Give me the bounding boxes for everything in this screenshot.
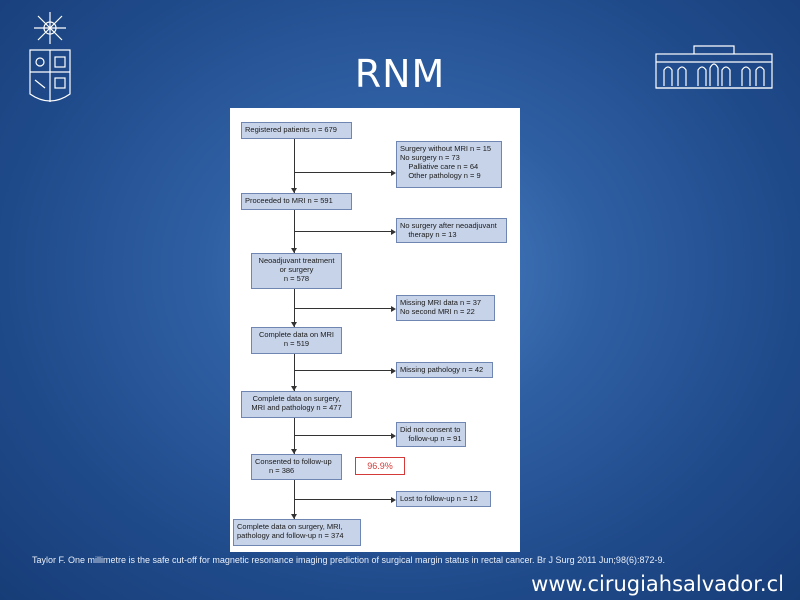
connector-2 <box>294 231 392 232</box>
arrowhead <box>291 188 297 193</box>
box-excluded-neoadjuvant: No surgery after neoadjuvant therapy n =… <box>396 218 507 243</box>
slide-title: RNM <box>354 52 446 96</box>
flowchart-figure: Registered patients n = 679 Surgery with… <box>230 108 520 552</box>
connector-6 <box>294 499 392 500</box>
arrowhead <box>291 322 297 327</box>
percentage-highlight-label: 96.9% <box>355 457 405 475</box>
box-complete-data-all: Complete data on surgery, MRI, pathology… <box>233 519 361 546</box>
arrowhead <box>291 386 297 391</box>
box-registered-patients: Registered patients n = 679 <box>241 122 352 139</box>
website-url: www.cirugiahsalvador.cl <box>531 572 784 596</box>
box-excluded-missing-pathology: Missing pathology n = 42 <box>396 362 493 378</box>
box-excluded-missing-mri: Missing MRI data n = 37 No second MRI n … <box>396 295 495 321</box>
box-complete-data-mri: Complete data on MRI n = 519 <box>251 327 342 354</box>
arrowhead <box>291 449 297 454</box>
box-neoadjuvant-or-surgery: Neoadjuvant treatment or surgery n = 578 <box>251 253 342 289</box>
box-excluded-lost-follow-up: Lost to follow-up n = 12 <box>396 491 491 507</box>
box-excluded-no-mri: Surgery without MRI n = 15 No surgery n … <box>396 141 502 188</box>
connector-4 <box>294 370 392 371</box>
building-logo <box>655 45 773 89</box>
box-proceeded-to-mri: Proceeded to MRI n = 591 <box>241 193 352 210</box>
box-complete-data-surgery-pathology: Complete data on surgery, MRI and pathol… <box>241 391 352 418</box>
arrowhead <box>391 229 396 235</box>
arrowhead <box>391 433 396 439</box>
connector-3 <box>294 308 392 309</box>
university-crest-logo <box>29 12 71 102</box>
arrowhead <box>291 514 297 519</box>
citation-text: Taylor F. One millimetre is the safe cut… <box>32 555 665 565</box>
arrowhead <box>391 497 396 503</box>
arrowhead <box>291 248 297 253</box>
connector-1 <box>294 172 392 173</box>
arrowhead <box>391 368 396 374</box>
arrowhead <box>391 306 396 312</box>
box-consented-follow-up: Consented to follow-up n = 386 <box>251 454 342 480</box>
arrowhead <box>391 170 396 176</box>
connector-5 <box>294 435 392 436</box>
box-excluded-no-consent: Did not consent to follow-up n = 91 <box>396 422 466 447</box>
